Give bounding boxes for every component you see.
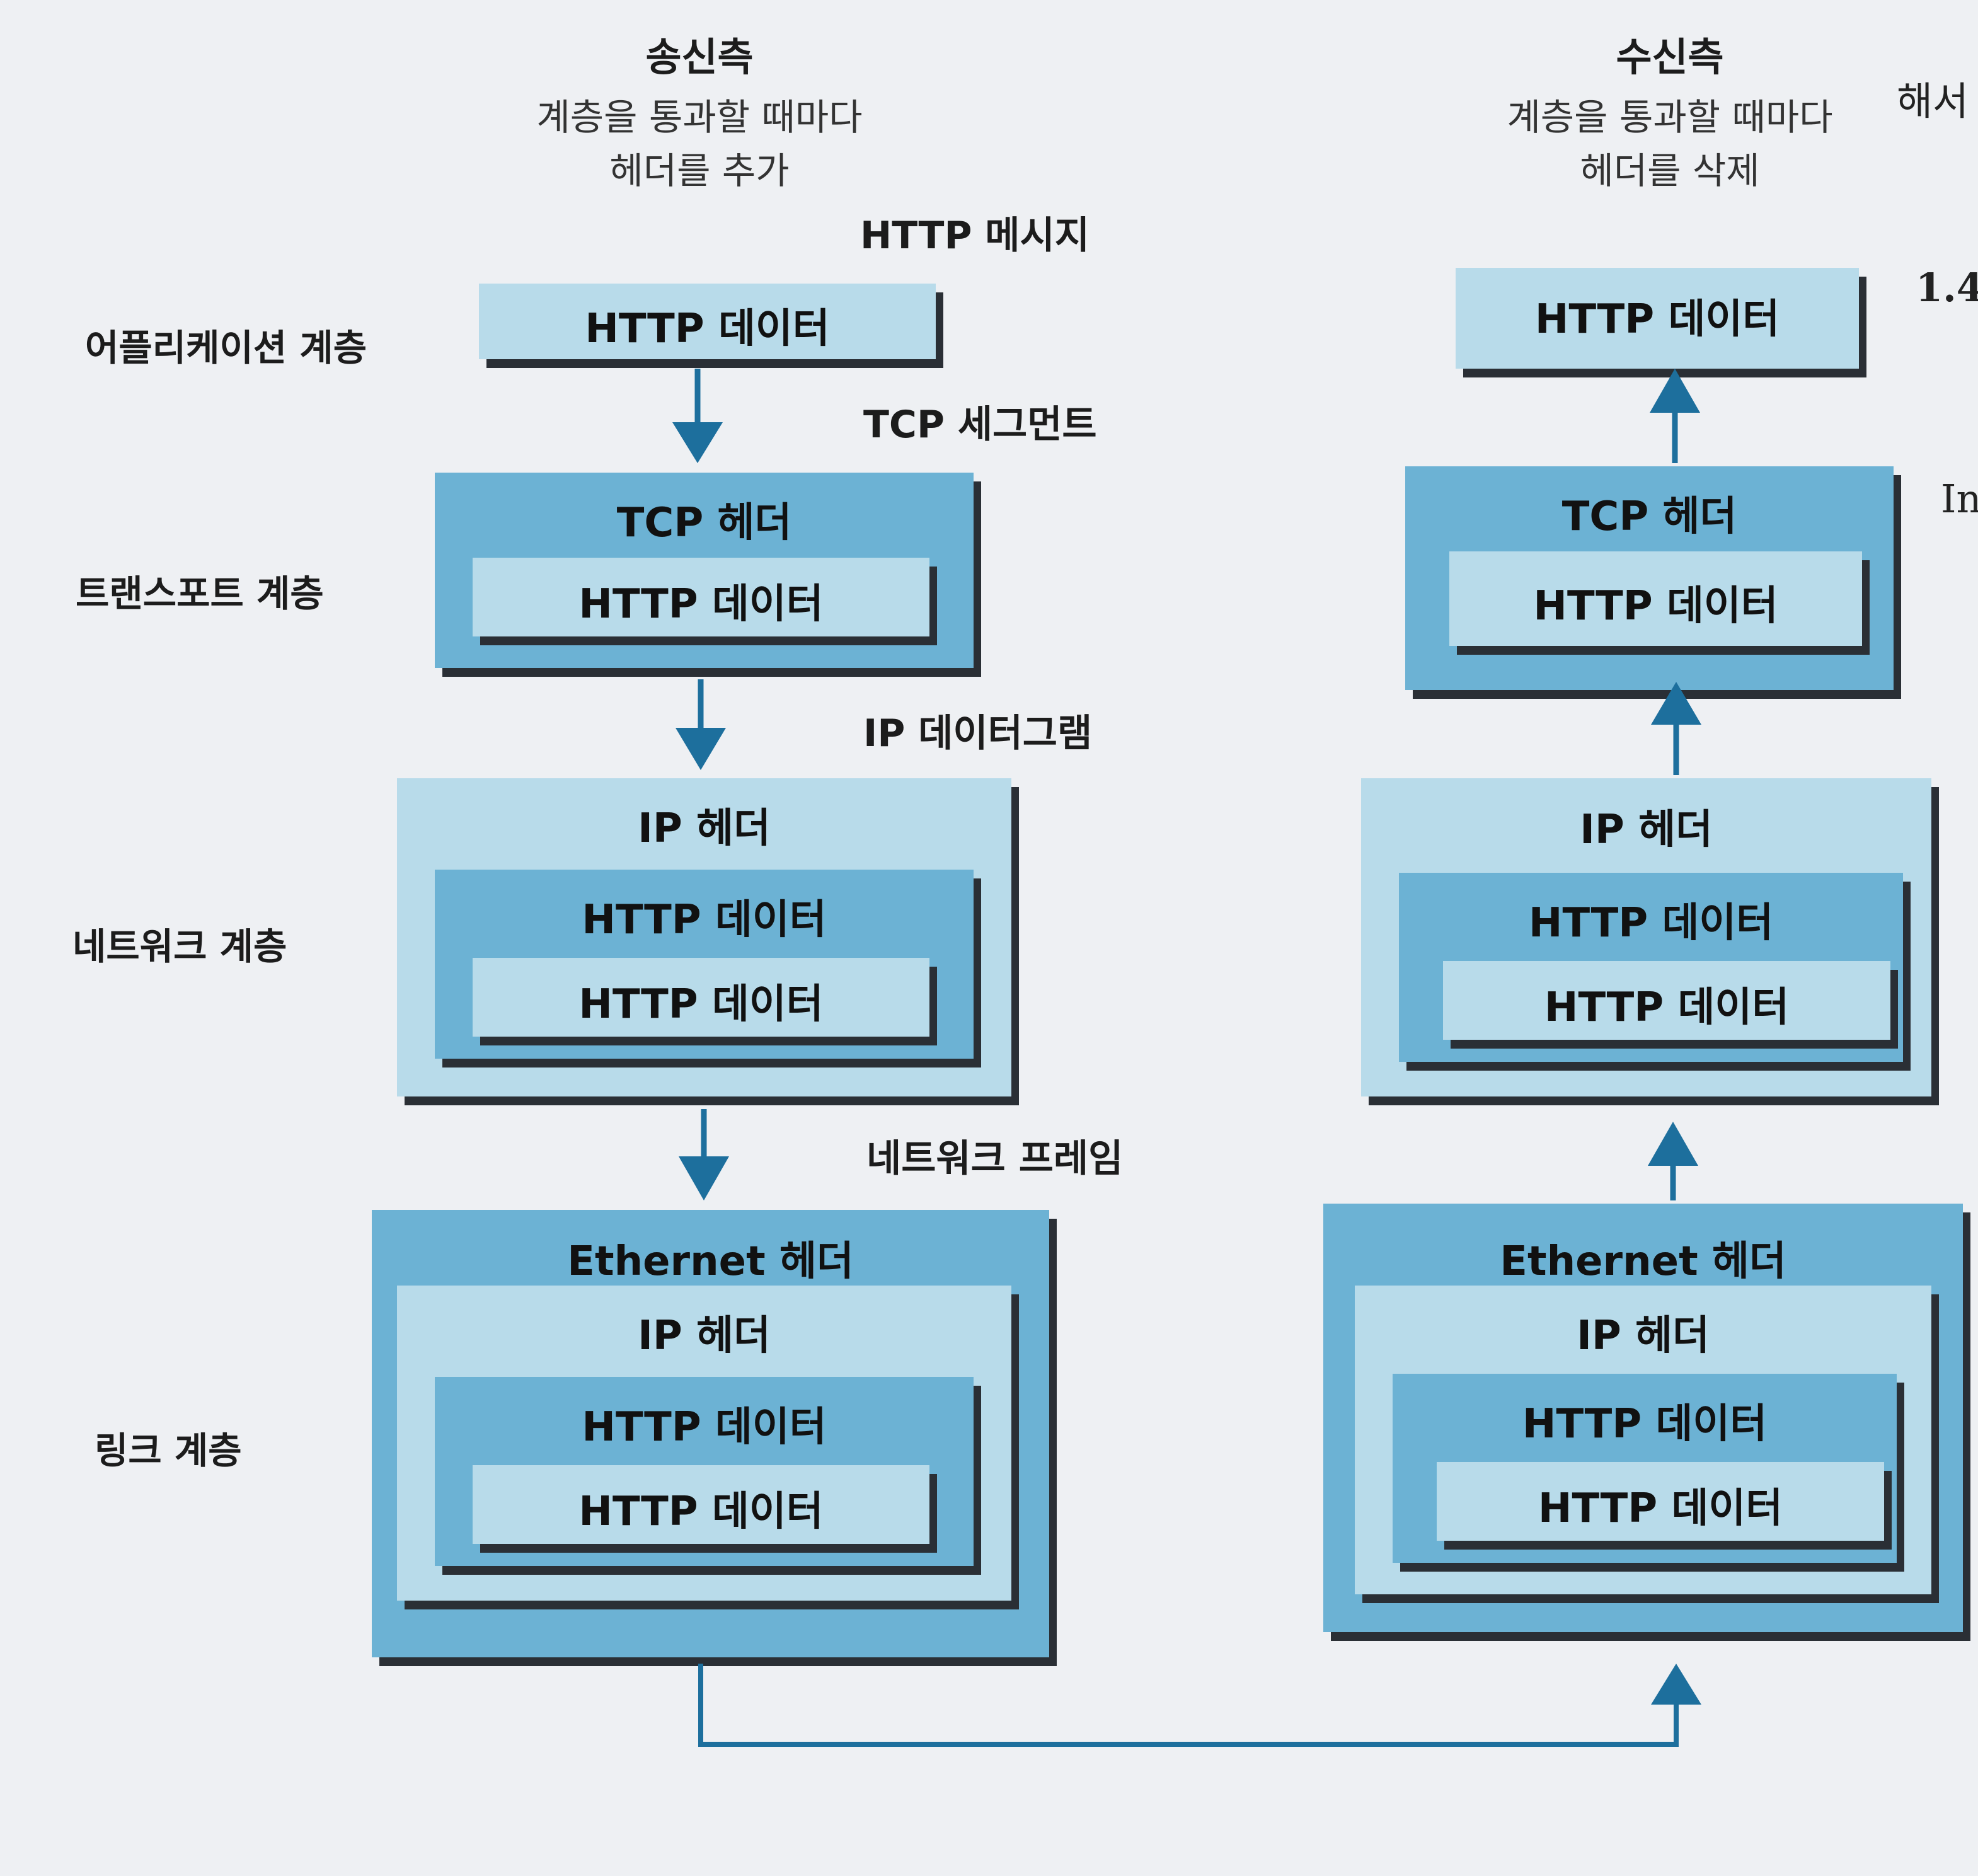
receiver-frame-inner-http-box: HTTP 데이터 (1437, 1462, 1884, 1541)
sender-desc-line2: 헤더를 추가 (609, 149, 790, 192)
receiver-ip-header-label: IP 헤더 (1580, 807, 1713, 853)
receiver-title: 수신측 (1616, 34, 1724, 80)
sender-arrow-app-to-transport (672, 369, 723, 463)
sender-app-http-data-label: HTTP 데이터 (585, 306, 830, 352)
receiver-tcp-inner-http-label: HTTP 데이터 (1533, 583, 1778, 630)
flow-label-tcp-segment: TCP 세그먼트 (863, 403, 1097, 447)
receiver-ip-inner-tcp-box: HTTP 데이터 HTTP 데이터 (1399, 873, 1903, 1062)
receiver-frame-inner-ip-box: IP 헤더 HTTP 데이터 HTTP 데이터 (1355, 1286, 1931, 1594)
receiver-frame-ip-header-label: IP 헤더 (1577, 1313, 1710, 1359)
receiver-frame-inner-tcp-box: HTTP 데이터 HTTP 데이터 (1393, 1374, 1897, 1563)
transmission-connector-line (698, 1664, 1701, 1747)
receiver-tcp-segment-box: TCP 헤더 HTTP 데이터 (1405, 466, 1894, 690)
layer-label-network: 네트워크 계층 (72, 925, 287, 968)
sender-desc-line1: 계층을 통과할 때마다 (536, 96, 863, 139)
receiver-ip-inner-http-label-2: HTTP 데이터 (1544, 984, 1790, 1031)
sender-tcp-segment-box: TCP 헤더 HTTP 데이터 (435, 473, 974, 668)
flow-label-ip-datagram: IP 데이터그램 (863, 711, 1093, 756)
receiver-tcp-inner-http-box: HTTP 데이터 (1449, 551, 1862, 646)
receiver-tcp-header-label: TCP 헤더 (1561, 493, 1737, 540)
sender-ip-inner-tcp-box: HTTP 데이터 HTTP 데이터 (435, 870, 974, 1059)
receiver-ip-datagram-box: IP 헤더 HTTP 데이터 HTTP 데이터 (1361, 778, 1931, 1096)
sender-ip-inner-http-label-1: HTTP 데이터 (582, 897, 827, 943)
sender-frame-ip-header-label: IP 헤더 (638, 1313, 771, 1359)
receiver-frame-http-label-2: HTTP 데이터 (1538, 1485, 1783, 1532)
sender-tcp-inner-http-label: HTTP 데이터 (578, 581, 824, 628)
sender-arrow-network-to-link (679, 1109, 729, 1200)
sender-ip-inner-http-box: HTTP 데이터 (473, 958, 929, 1037)
sender-arrow-transport-to-network (676, 679, 726, 770)
sender-frame-inner-http-box: HTTP 데이터 (473, 1465, 929, 1544)
sender-frame-inner-ip-box: IP 헤더 HTTP 데이터 HTTP 데이터 (397, 1286, 1011, 1601)
receiver-arrow-link-to-network (1648, 1122, 1698, 1200)
receiver-app-http-data-label: HTTP 데이터 (1534, 296, 1780, 343)
sender-network-frame-box: Ethernet 헤더 IP 헤더 HTTP 데이터 HTTP 데이터 (372, 1210, 1049, 1657)
sender-frame-inner-tcp-box: HTTP 데이터 HTTP 데이터 (435, 1377, 974, 1566)
margin-text-2: 1.4 (1916, 265, 1978, 311)
layer-label-link: 링크 계층 (95, 1429, 242, 1472)
sender-tcp-header-label: TCP 헤더 (616, 500, 792, 546)
sender-ip-datagram-box: IP 헤더 HTTP 데이터 HTTP 데이터 (397, 778, 1011, 1096)
flow-label-http-message: HTTP 메시지 (860, 214, 1090, 258)
receiver-frame-http-label-1: HTTP 데이터 (1522, 1401, 1768, 1447)
receiver-arrow-transport-to-app (1650, 369, 1700, 463)
receiver-arrow-network-to-transport (1651, 682, 1701, 775)
flow-label-network-frame: 네트워크 프레임 (866, 1137, 1124, 1181)
sender-ethernet-header-label: Ethernet 헤더 (567, 1238, 854, 1285)
margin-text-1: 해서 (1897, 78, 1969, 124)
receiver-network-frame-box: Ethernet 헤더 IP 헤더 HTTP 데이터 HTTP 데이터 (1323, 1204, 1963, 1632)
margin-text-3: In (1941, 476, 1978, 522)
layer-label-application: 어플리케이션 계층 (85, 326, 367, 369)
receiver-desc-line1: 계층을 통과할 때마다 (1507, 96, 1833, 139)
sender-tcp-inner-http-box: HTTP 데이터 (473, 558, 929, 636)
receiver-ip-inner-http-label-1: HTTP 데이터 (1528, 900, 1774, 947)
sender-title: 송신측 (645, 34, 754, 80)
receiver-ip-inner-http-box: HTTP 데이터 (1443, 961, 1890, 1040)
sender-frame-http-label-1: HTTP 데이터 (582, 1404, 827, 1451)
sender-frame-http-label-2: HTTP 데이터 (578, 1488, 824, 1535)
layer-label-transport: 트랜스포트 계층 (76, 572, 324, 615)
sender-app-http-data-box: HTTP 데이터 (479, 284, 936, 359)
receiver-ethernet-header-label: Ethernet 헤더 (1500, 1238, 1786, 1285)
sender-ip-header-label: IP 헤더 (638, 805, 771, 852)
receiver-app-http-data-box: HTTP 데이터 (1456, 268, 1859, 369)
sender-ip-inner-http-label-2: HTTP 데이터 (578, 981, 824, 1028)
receiver-desc-line2: 헤더를 삭제 (1580, 149, 1760, 192)
